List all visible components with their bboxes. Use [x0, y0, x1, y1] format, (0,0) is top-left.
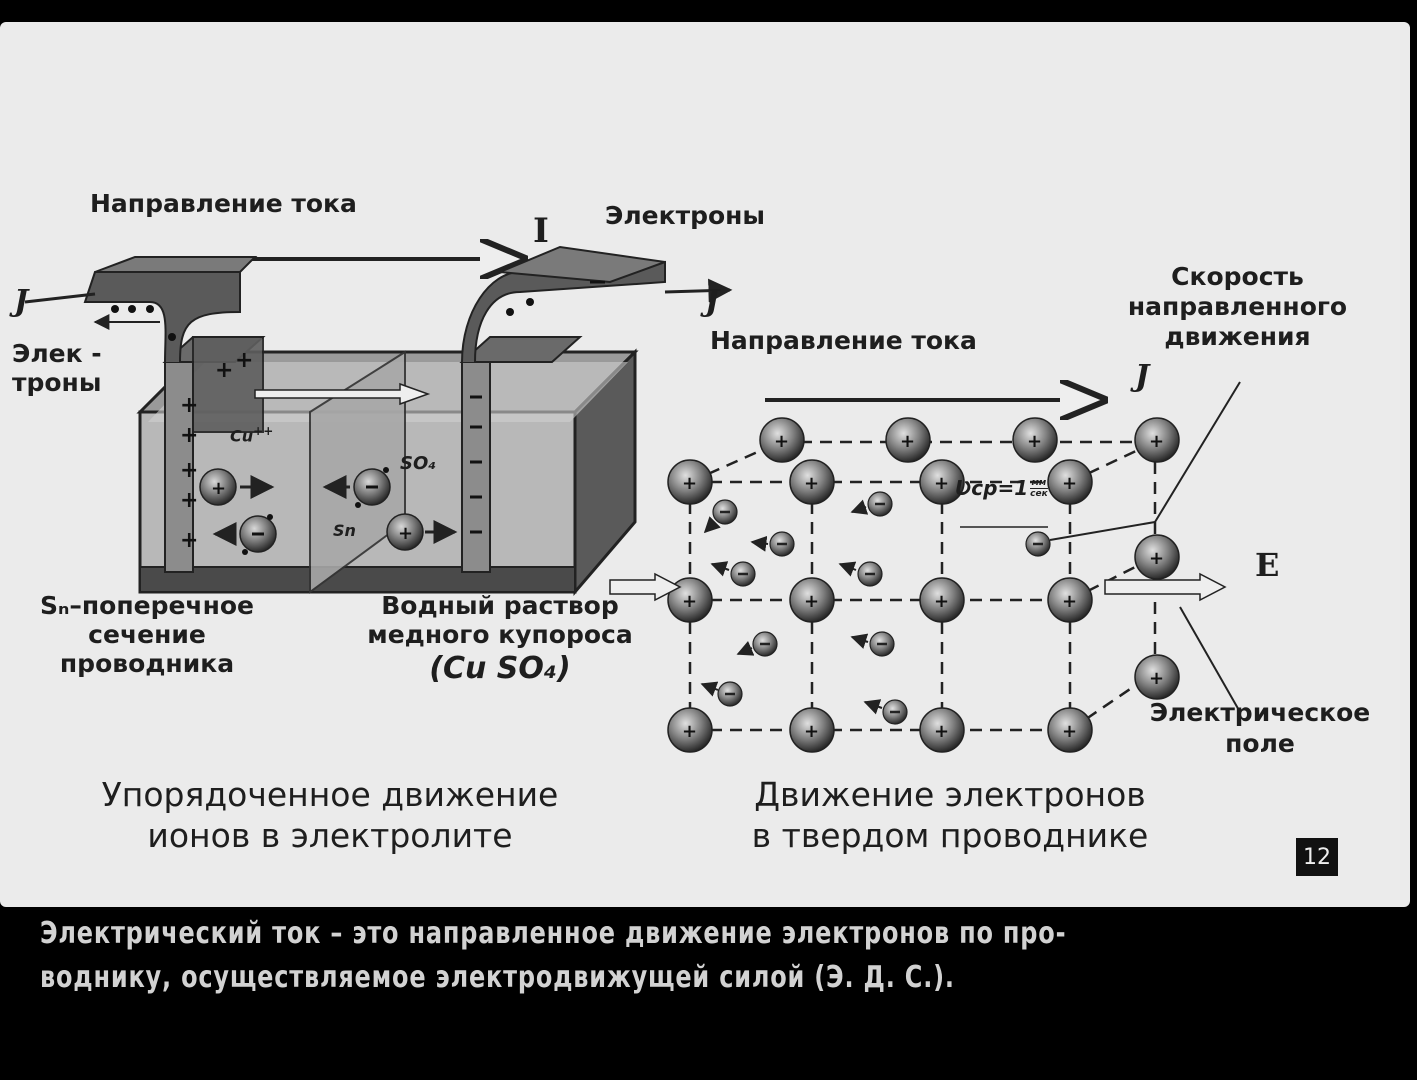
- svg-text:+: +: [1149, 431, 1164, 452]
- sulfate-ion: [212, 514, 277, 555]
- cathode-electrode: [459, 245, 666, 573]
- ion: +: [789, 707, 835, 753]
- anode-electrode: + + + + + + +: [83, 256, 266, 573]
- current-direction-label-left: Направление тока: [90, 189, 357, 218]
- svg-text:+: +: [774, 431, 789, 452]
- svg-text:+: +: [934, 473, 949, 494]
- field-arrow-left: [609, 572, 682, 602]
- slide-caption: Электрический ток – это направленное дви…: [40, 912, 1112, 1000]
- lattice-diagram: + + + + + + + + + + + + + + + + + +: [609, 352, 1241, 753]
- svg-text:+: +: [682, 721, 697, 742]
- ion: +: [919, 577, 965, 623]
- slide-number-badge: 12: [1296, 838, 1338, 876]
- wire-right: [664, 278, 733, 303]
- current-J-left: J: [14, 284, 29, 319]
- current-J-lattice: J: [1135, 359, 1150, 394]
- ion: +: [789, 459, 835, 505]
- svg-text:+: +: [180, 458, 198, 483]
- svg-text:+: +: [235, 348, 253, 373]
- cu-ion-label: Cu++: [230, 424, 274, 446]
- ion: +: [667, 459, 713, 505]
- svg-text:+: +: [934, 591, 949, 612]
- so4-ion-label: SO₄: [400, 453, 437, 474]
- caption-line-1: Электрический ток – это направленное дви…: [40, 916, 1067, 951]
- svg-text:+: +: [1062, 721, 1077, 742]
- ion: +: [1047, 707, 1093, 753]
- svg-text:+: +: [804, 591, 819, 612]
- ion: +: [667, 577, 713, 623]
- ion: +: [759, 417, 805, 463]
- electrons-label-left: Элек - троны: [12, 339, 102, 397]
- ion: +: [667, 707, 713, 753]
- svg-text:+: +: [900, 431, 915, 452]
- electron: [700, 681, 743, 707]
- ion: +: [885, 417, 931, 463]
- copper-ion: +: [199, 468, 275, 506]
- ion: +: [1134, 534, 1180, 580]
- electron: [850, 631, 895, 657]
- conductor-title: Движение электронов в твердом проводнике: [751, 775, 1149, 856]
- svg-text:+: +: [398, 523, 413, 544]
- solution-flow-arrow: [254, 382, 431, 406]
- field-arrow-right: [1104, 572, 1227, 602]
- svg-text:+: +: [1027, 431, 1042, 452]
- electrons-label-top: Электроны: [605, 201, 766, 230]
- svg-text:+: +: [1062, 473, 1077, 494]
- ion: +: [1047, 577, 1093, 623]
- svg-text:+: +: [180, 488, 198, 513]
- ion: +: [1047, 459, 1093, 505]
- electron: [850, 491, 893, 517]
- electron: [703, 499, 738, 534]
- electrolyte-diagram: + + + + + + +: [24, 172, 733, 597]
- field-pointer-line: [1179, 606, 1241, 713]
- svg-text:+: +: [804, 473, 819, 494]
- current-direction-label-right: Направление тока: [710, 326, 977, 355]
- field-caption: Электрическое поле: [1149, 698, 1371, 759]
- ion: +: [1134, 654, 1180, 700]
- svg-text:+: +: [1062, 591, 1077, 612]
- wire-left: [24, 292, 96, 304]
- lattice-ions: + + + + + + + + + + + + + + + + + +: [667, 417, 1180, 753]
- solution-caption: Водный раствор медного купороса (Cu SO₄): [367, 591, 633, 686]
- speed-pointer-line: [1154, 381, 1241, 523]
- caption-line-2: воднику, осуществляемое электродвижущей …: [40, 960, 955, 995]
- svg-text:+: +: [180, 423, 198, 448]
- svg-text:+: +: [934, 721, 949, 742]
- speed-pointer-line-2: [1049, 521, 1156, 541]
- ion: +: [789, 577, 835, 623]
- electron: [863, 699, 908, 725]
- electron: [750, 531, 795, 557]
- sulfate-ion-2: [322, 467, 391, 508]
- free-electrons: [700, 491, 1051, 725]
- svg-text:+: +: [682, 473, 697, 494]
- svg-text:+: +: [180, 528, 198, 553]
- sn-label: Sn: [333, 521, 356, 540]
- ion: +: [919, 459, 965, 505]
- electron: [710, 561, 756, 587]
- svg-text:+: +: [1149, 548, 1164, 569]
- electrolyte-title: Упорядоченное движение ионов в электроли…: [101, 775, 559, 856]
- electron: [1025, 531, 1051, 557]
- svg-text:+: +: [682, 591, 697, 612]
- speed-caption: Скорость направленного движения: [1127, 262, 1348, 351]
- electron: [736, 631, 778, 657]
- svg-text:+: +: [180, 393, 198, 418]
- slide-panel: + + + + + + +: [0, 22, 1410, 907]
- svg-text:+: +: [1149, 668, 1164, 689]
- cross-section-caption: Sₙ–поперечное сечение проводника: [40, 591, 254, 678]
- current-J-right: J: [705, 284, 720, 319]
- field-symbol-E: E: [1255, 546, 1280, 584]
- ion: +: [1012, 417, 1058, 463]
- electron: [838, 561, 883, 587]
- ion: +: [1134, 417, 1180, 463]
- copper-ion-2: +: [386, 513, 458, 551]
- drift-velocity-label: Ʋср=1 мм сек: [955, 476, 1048, 500]
- svg-text:+: +: [211, 478, 226, 499]
- ion: +: [919, 707, 965, 753]
- current-symbol-I: I: [533, 211, 549, 251]
- svg-text:+: +: [804, 721, 819, 742]
- svg-text:+: +: [215, 358, 233, 383]
